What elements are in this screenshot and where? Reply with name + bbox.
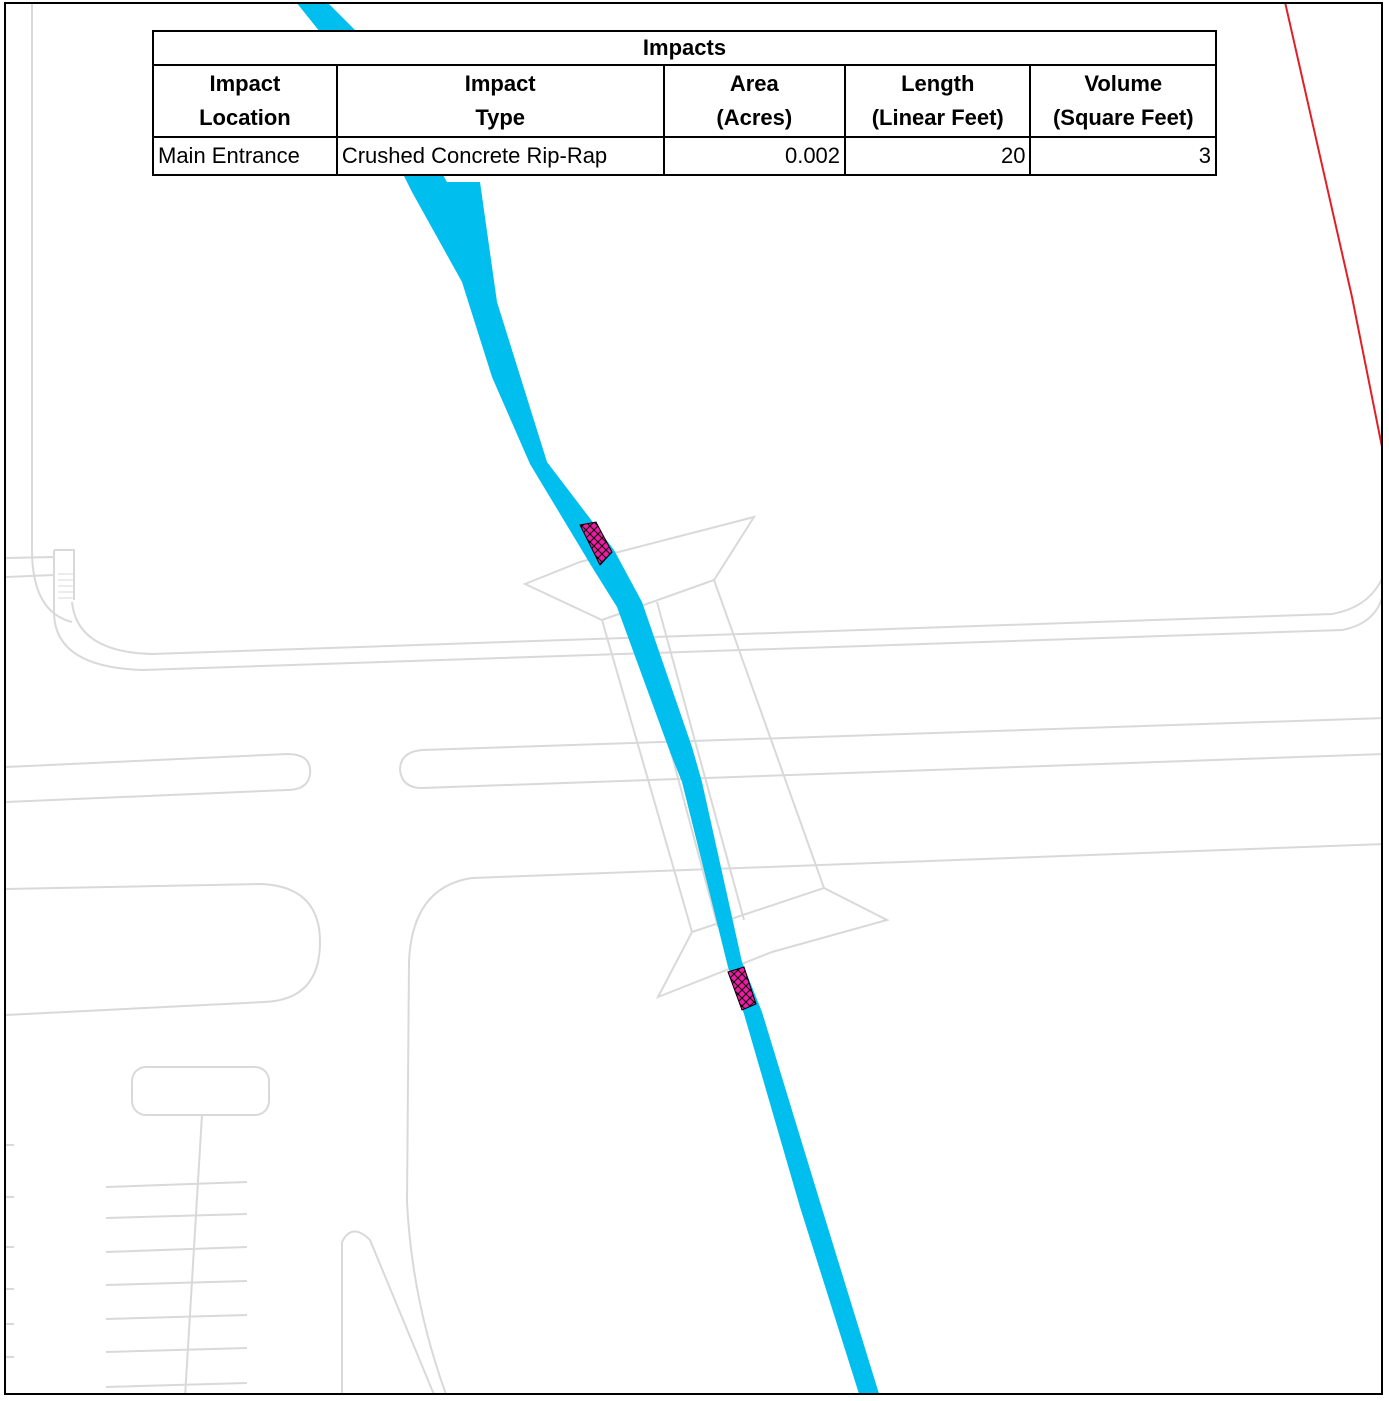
cell-area: 0.002 (662, 136, 847, 176)
parking-island (131, 1066, 270, 1116)
island-lower-left (6, 882, 322, 1016)
table-title: Impacts (152, 30, 1217, 66)
lower-road-edge (471, 843, 1381, 879)
site-linework (6, 4, 1381, 1393)
parking-spine (184, 1114, 203, 1393)
cell-volume: 3 (1029, 136, 1217, 176)
median-right (398, 717, 1381, 789)
median-left (6, 752, 312, 803)
header-length: Length(Linear Feet) (844, 64, 1032, 138)
header-volume: Volume(Square Feet) (1029, 64, 1217, 138)
stream-channel (297, 4, 614, 567)
culvert-side-left (601, 619, 693, 933)
island-lower-narrow (341, 1230, 435, 1393)
property-boundary (1284, 4, 1381, 448)
left-curb-return-inner (71, 578, 1381, 656)
left-curb-line (31, 4, 73, 623)
culvert-side-mid (656, 601, 745, 921)
impact-area-upper-hatch (580, 522, 612, 565)
map-frame (4, 2, 1383, 1395)
table-row: Main Entrance Crushed Concrete Rip-Rap 0… (152, 136, 1217, 176)
cell-location: Main Entrance (152, 136, 338, 176)
cell-length: 20 (844, 136, 1032, 176)
impact-area-lower-hatch (728, 967, 756, 1010)
edge-ticks (6, 1144, 14, 1358)
headwall-upper (522, 515, 757, 622)
stair-hatch (58, 573, 74, 599)
parking-stripes (105, 1181, 248, 1388)
site-map (6, 4, 1381, 1393)
left-stub (6, 549, 75, 600)
left-curb-return (53, 550, 1381, 672)
lower-curb-return (405, 877, 473, 1393)
headwall-lower (655, 886, 890, 999)
culvert-side-right (713, 579, 825, 889)
header-area: Area(Acres) (662, 64, 847, 138)
cell-type: Crushed Concrete Rip-Rap (335, 136, 665, 176)
